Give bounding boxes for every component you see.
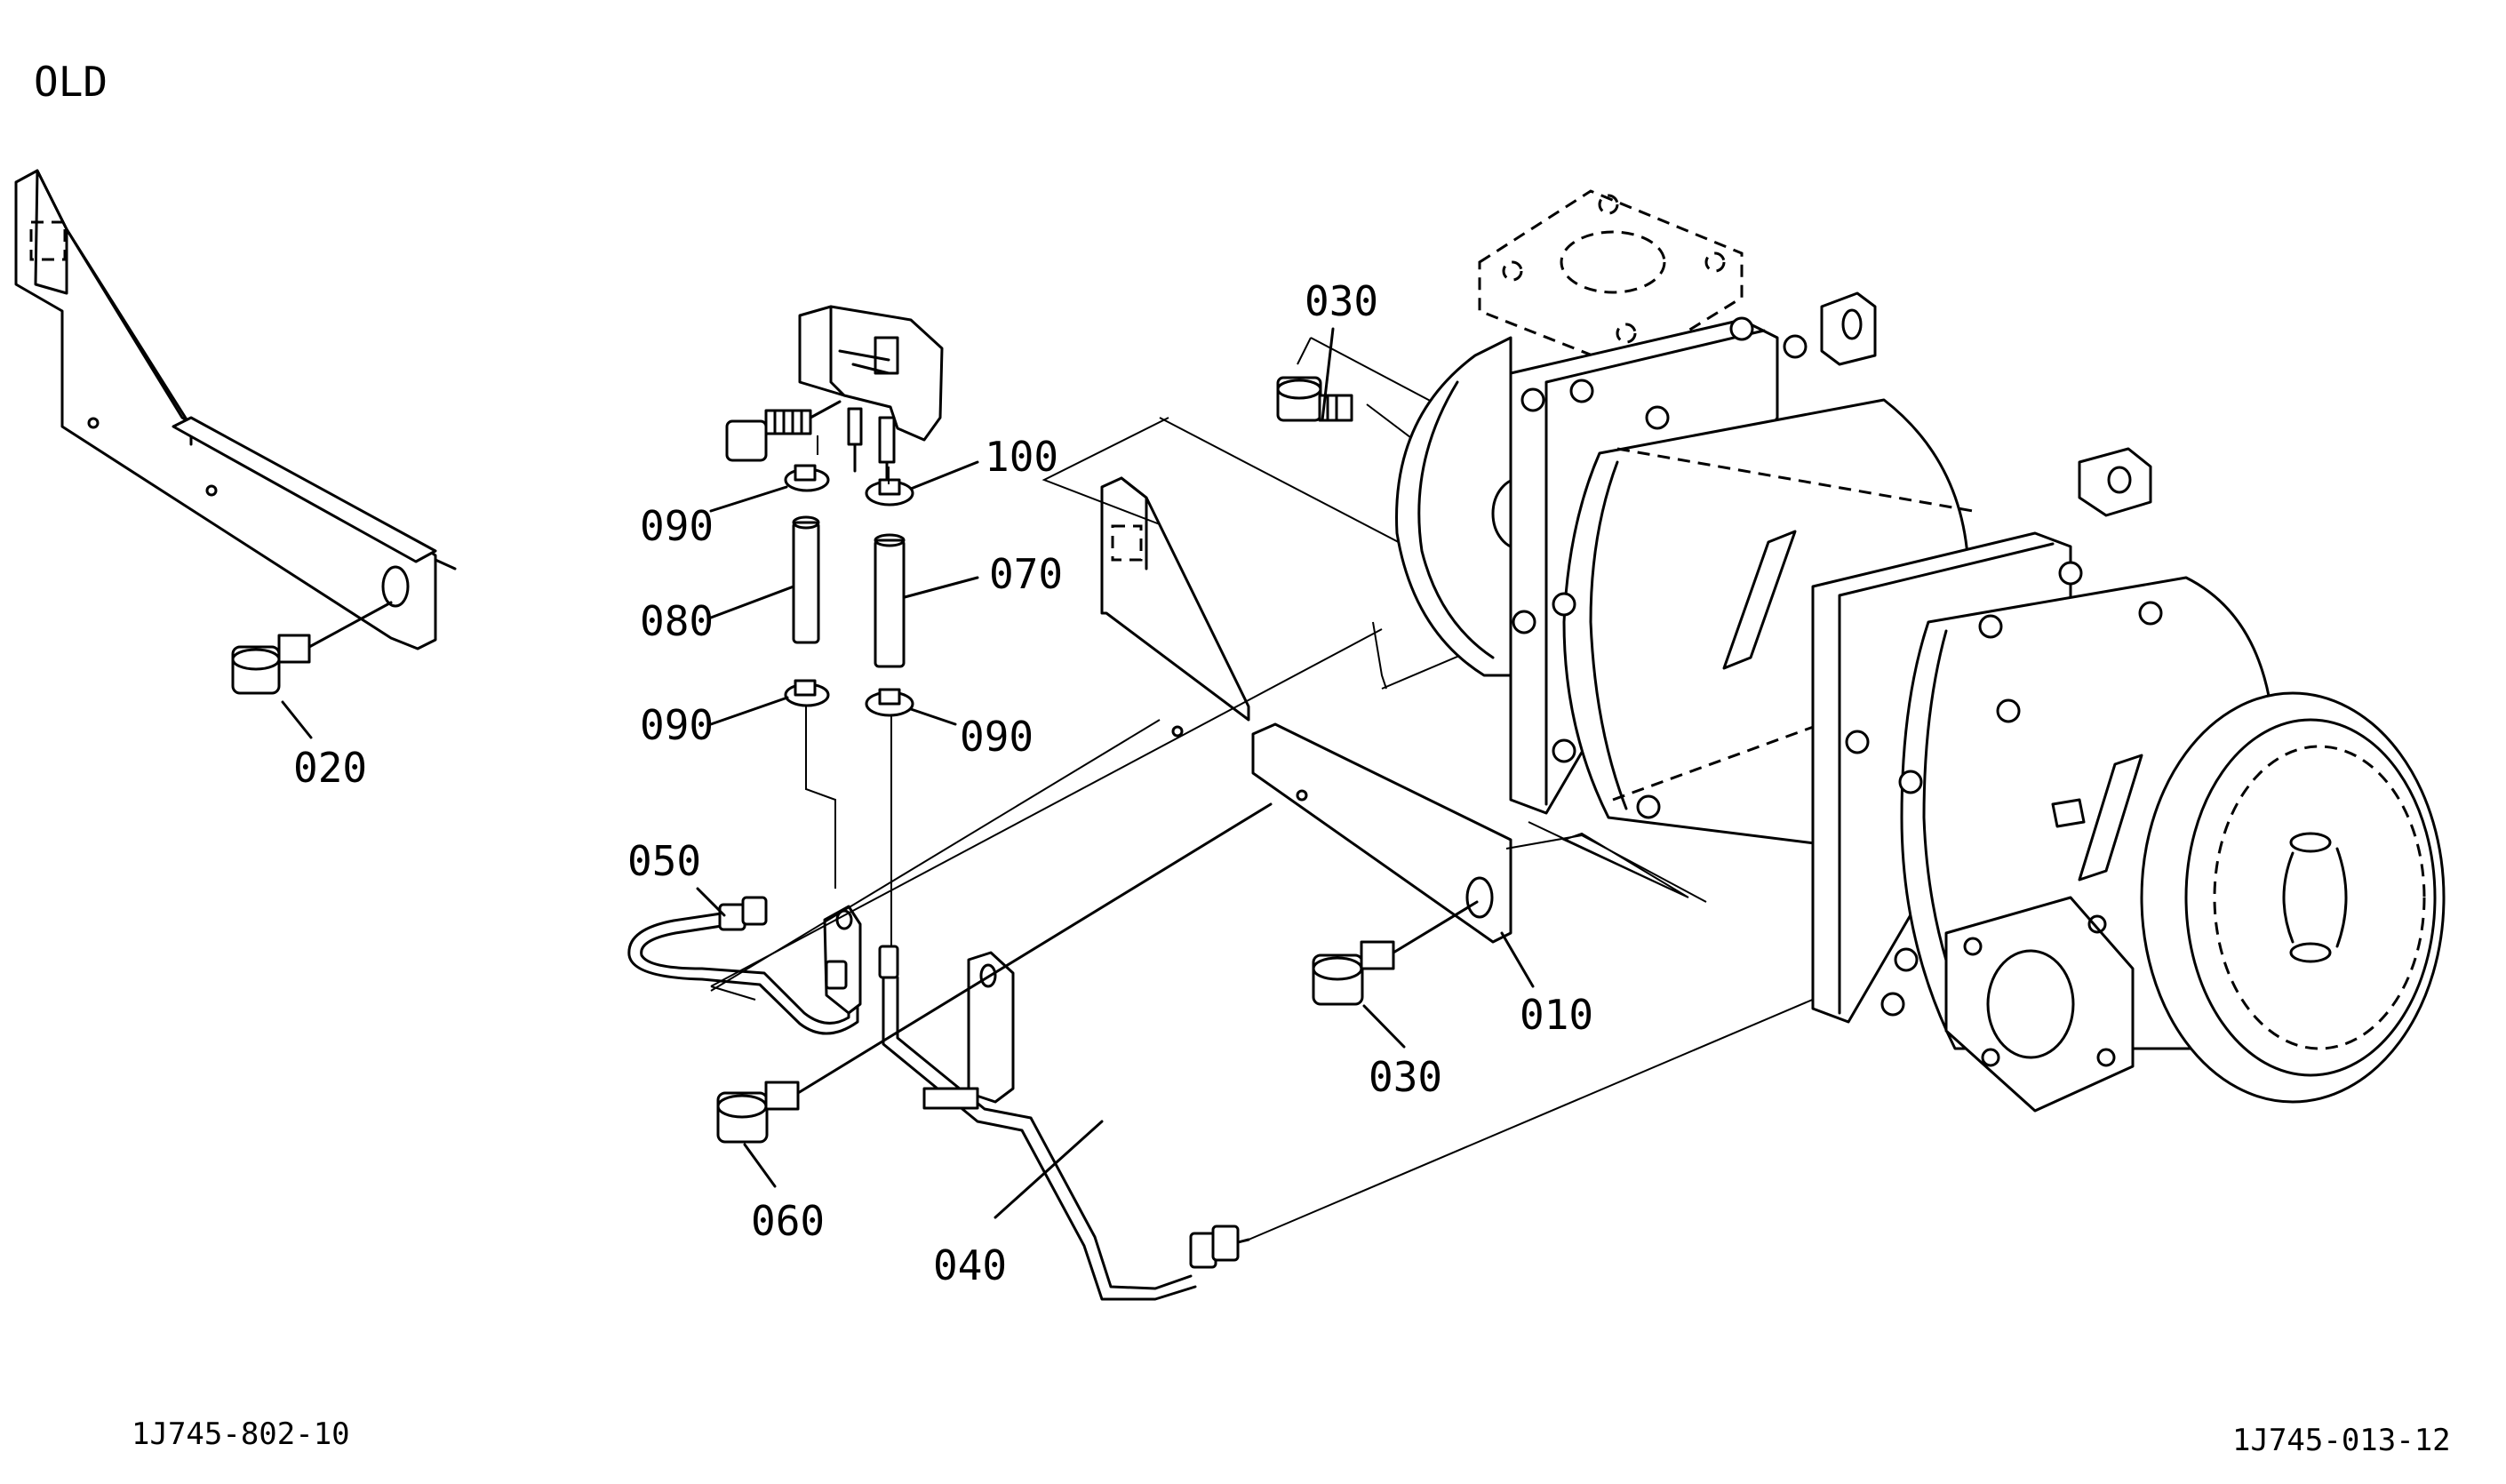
bolt-030-top <box>1276 376 1353 422</box>
callout-090-upper-left: 090 <box>640 502 714 550</box>
filter-assembly <box>1395 189 2446 1113</box>
callout-060: 060 <box>751 1197 825 1245</box>
bolt-060 <box>716 802 1273 1144</box>
callout-080: 080 <box>640 597 714 645</box>
pipe-050 <box>627 896 862 1035</box>
callout-010: 010 <box>1520 991 1593 1039</box>
clamp-090-lower-left <box>784 679 830 707</box>
clamp-090-upper-left <box>784 464 830 492</box>
callout-070: 070 <box>989 550 1063 598</box>
pressure-sensor <box>798 305 944 482</box>
drawing-code-right: 1J745-013-12 <box>2232 1423 2451 1458</box>
pipe-040 <box>878 945 1250 1301</box>
hose-080 <box>792 515 820 644</box>
bolt-030-lower <box>1312 900 1479 1006</box>
callout-030-top: 030 <box>1305 277 1378 325</box>
callout-100: 100 <box>985 433 1058 481</box>
callout-020: 020 <box>293 744 367 792</box>
old-bracket <box>14 169 457 650</box>
callout-090-lower-right: 090 <box>960 713 1034 761</box>
callout-030-bottom: 030 <box>1369 1053 1442 1101</box>
callout-040: 040 <box>933 1241 1007 1289</box>
drawing-code-left: 1J745-802-10 <box>132 1416 350 1452</box>
pipe-clip <box>922 951 1015 1110</box>
sensor-bolt <box>725 400 842 462</box>
bracket-010 <box>1100 476 1512 944</box>
hose-070 <box>874 533 906 668</box>
variant-label: OLD <box>34 58 108 106</box>
callout-090-lower-left: 090 <box>640 701 714 749</box>
leader-lines <box>281 327 1535 1219</box>
clamp-100 <box>865 478 914 507</box>
bolt-020 <box>231 601 393 695</box>
clamp-090-lower-right <box>865 688 914 717</box>
callout-050: 050 <box>627 837 701 885</box>
